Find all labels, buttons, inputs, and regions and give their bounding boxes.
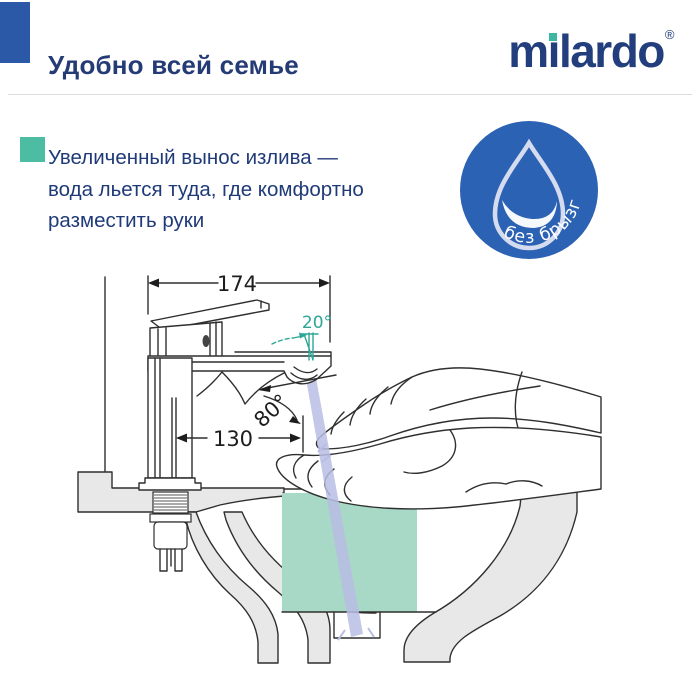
faucet-body-cone [196,371,285,405]
header-divider [8,94,692,95]
faucet-spout [147,355,332,385]
dimension-width-174: 174 [147,272,331,343]
drain-recess [333,611,381,639]
faucet-drawing [138,299,332,572]
faucet-shank-threads [152,491,189,514]
registered-mark: ® [664,27,675,42]
feature-text: Увеличенный вынос излива — вода льется т… [48,142,408,237]
angle-spout-label: 20° [302,313,332,333]
logo-letter-i: ı [547,25,561,77]
sink-wall-right [403,487,578,663]
faucet-hose-nut [149,513,192,572]
logo-part-m: m [508,25,549,77]
angle-stream-label: 80° [249,389,293,432]
angle-spout-20: 20° [271,313,332,361]
water-stream [304,367,375,641]
dim-width-label: 174 [217,272,257,296]
water-drop-icon [492,138,566,251]
faucet-handle-base [149,321,223,359]
feature-line-3: разместить руки [48,209,205,232]
no-splash-badge: без брызг [460,121,598,259]
feature-line-2: вода льется туда, где комфортно [48,177,364,201]
sink-wall-left-outer [183,511,279,664]
aerator-detail [290,366,318,380]
page-title: Удобно всей семье [48,50,299,80]
feature-line-1: Увеличенный вынос излива — [48,146,338,169]
sink-wall-left-inner [223,511,331,664]
dim-reach-label: 130 [213,427,253,451]
handle-detail [202,335,210,347]
dimension-reach-130: 130 [176,415,304,453]
faucet-base [138,477,202,491]
milardo-logo: mılardo® [462,25,675,77]
brand-corner-square [0,2,30,63]
logo-part-rest: lardo [558,25,665,77]
feature-bullet-square [20,137,45,162]
hands-illustration [275,367,602,510]
